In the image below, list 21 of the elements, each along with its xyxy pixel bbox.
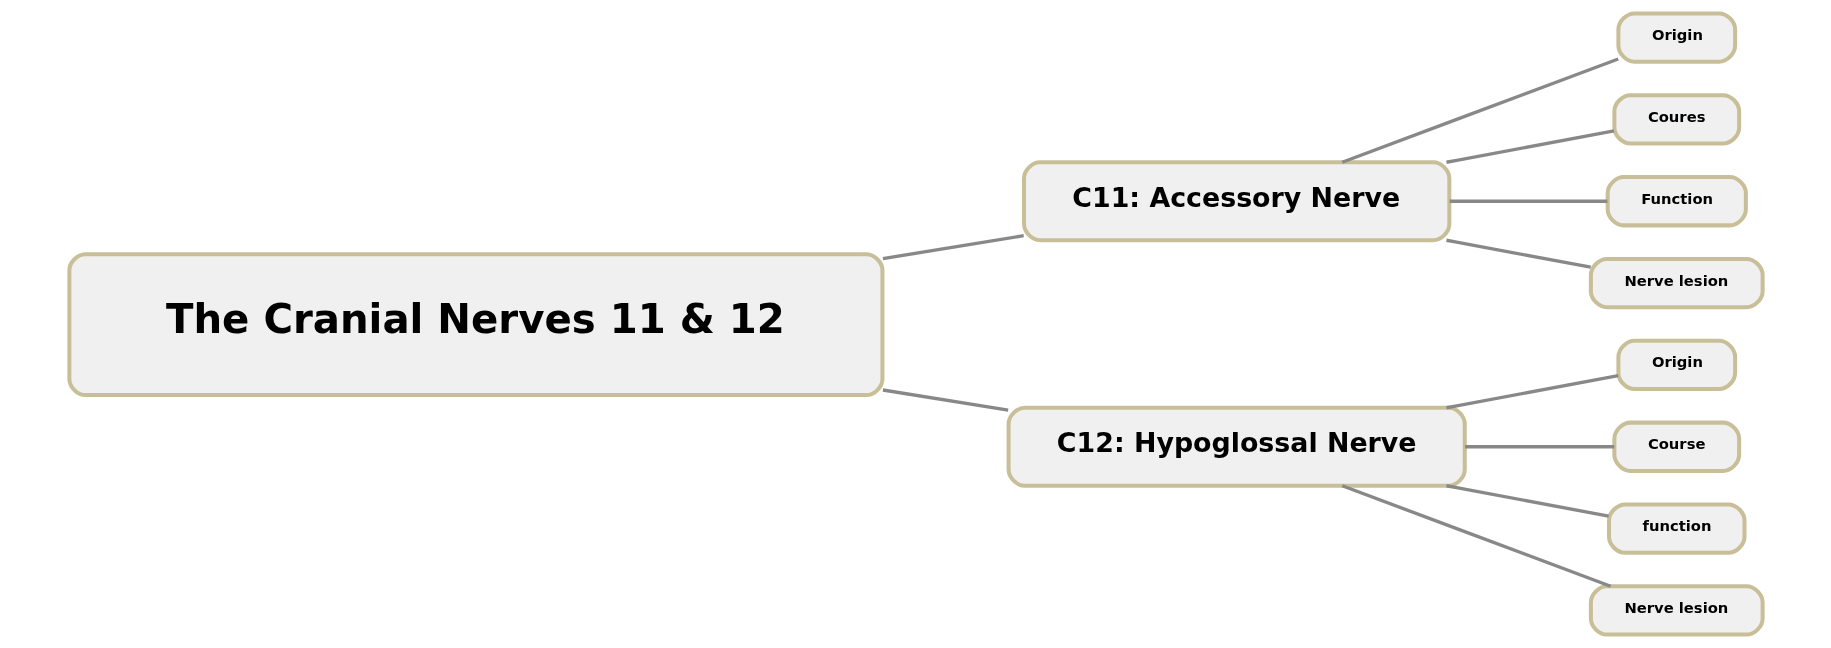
node-box: C11: Accessory Nerve <box>1021 160 1451 243</box>
connector <box>882 234 1024 261</box>
connector <box>1464 445 1614 449</box>
connector <box>1445 374 1619 410</box>
connector <box>882 388 1008 412</box>
node-box: Course <box>1611 420 1741 473</box>
connector <box>1445 238 1591 269</box>
connector <box>1449 199 1607 203</box>
node-box: Nerve lesion <box>1588 256 1765 310</box>
node-box: Nerve lesion <box>1588 584 1765 637</box>
node-box: C12: Hypoglossal Nerve <box>1006 405 1467 488</box>
node-box: Function <box>1605 175 1748 228</box>
connector <box>1445 484 1609 518</box>
node-box: Coures <box>1611 93 1741 146</box>
node-box: function <box>1606 502 1747 555</box>
connector <box>1445 129 1614 164</box>
connector <box>1341 57 1619 164</box>
node-box: Origin <box>1615 11 1737 64</box>
connector <box>1341 484 1611 588</box>
node-box: Origin <box>1615 338 1737 392</box>
node-box: The Cranial Nerves 11 & 12 <box>66 252 884 398</box>
